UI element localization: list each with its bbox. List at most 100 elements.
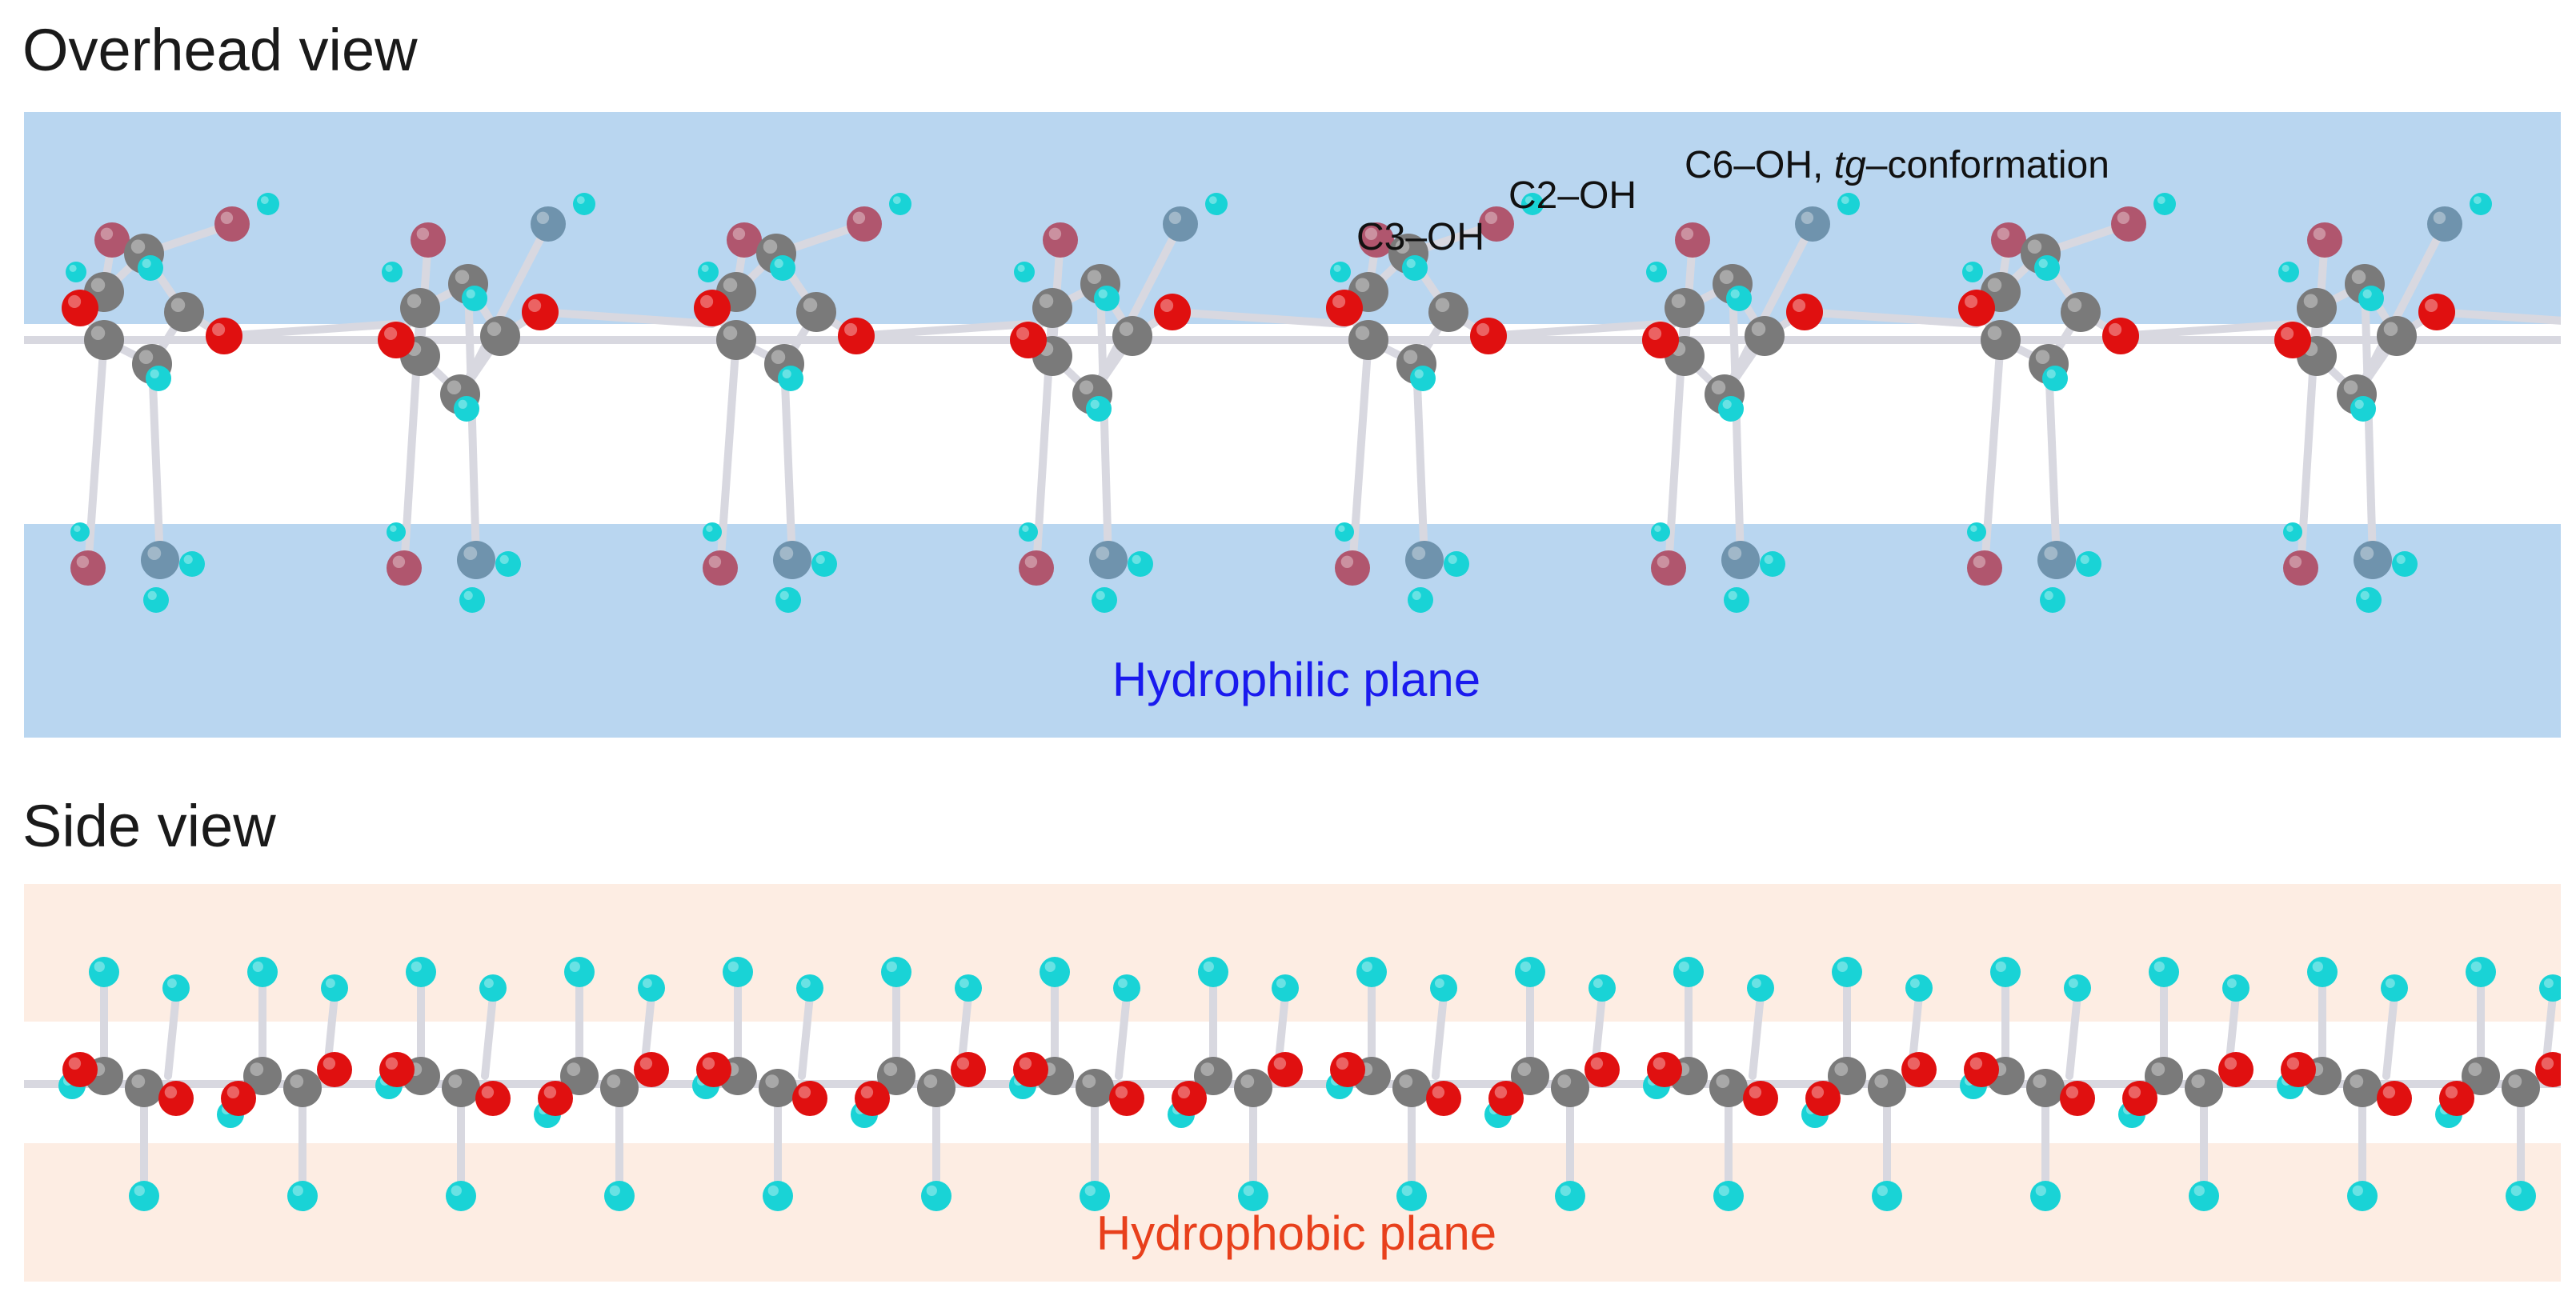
hydroxyl-hydrogen-atom <box>1962 262 1983 282</box>
hydrogen-atom-highlight <box>2385 978 2395 988</box>
oxygen-atom-highlight <box>1273 1057 1287 1070</box>
oxygen-atom-highlight <box>1494 1086 1508 1098</box>
hydrogen-atom <box>406 957 436 987</box>
carbon-atom-highlight <box>1517 1062 1532 1076</box>
ring-hydrogen-atom-highlight <box>2038 258 2048 268</box>
ring-carbon-atom <box>2377 316 2417 356</box>
hydrogen-atom <box>2539 974 2561 1002</box>
oxygen-atom-highlight <box>323 1057 336 1070</box>
ring-carbon-atom-highlight <box>1711 380 1726 394</box>
hydrogen-atom-highlight <box>2510 1185 2522 1196</box>
hydrogen-atom-highlight <box>1096 590 1105 601</box>
hydroxyl-hydrogen-atom <box>1014 262 1035 282</box>
hydroxyl-hydrogen-atom-highlight <box>1338 525 1345 532</box>
oxygen-atom <box>538 1081 573 1116</box>
carbon-atom <box>1551 1069 1589 1107</box>
oxygen-atom-highlight <box>2065 1086 2079 1098</box>
c6-oh-label-suffix: –conformation <box>1866 144 2109 186</box>
c6-carbon-atom <box>1089 541 1128 579</box>
carbon-atom <box>877 1057 915 1095</box>
hydrogen-atom-highlight <box>1276 978 1286 988</box>
oxygen-atom <box>62 1052 98 1087</box>
ring-carbon-atom-highlight <box>1671 294 1686 308</box>
oxygen-atom <box>475 1081 511 1116</box>
hydroxyl-oxygen-atom <box>2283 550 2318 586</box>
hydroxyl-oxygen-atom <box>387 550 422 586</box>
glycosidic-oxygen-atom-highlight <box>2109 322 2122 337</box>
hydrogen-atom-highlight <box>886 961 897 972</box>
hydrogen-atom-highlight <box>2226 978 2237 988</box>
oxygen-atom-highlight <box>2382 1086 2396 1098</box>
hydroxyl-oxygen-atom <box>703 550 738 586</box>
hydroxyl-oxygen-atom-highlight <box>1048 227 1062 240</box>
oxygen-atom <box>1584 1052 1620 1087</box>
hydrogen-atom <box>143 587 169 613</box>
ring-carbon-atom <box>1745 316 1785 356</box>
oxygen-atom <box>2377 1081 2412 1116</box>
ring-oxygen-atom-highlight <box>1016 326 1030 341</box>
ring-carbon-atom-highlight <box>1395 239 1410 254</box>
hydroxyl-hydrogen-atom <box>382 262 403 282</box>
hydrogen-atom <box>1673 957 1704 987</box>
hydroxyl-hydrogen-atom-highlight <box>701 264 709 272</box>
carbon-atom-highlight <box>250 1062 264 1076</box>
hydrogen-atom-highlight <box>2035 1185 2046 1196</box>
oxygen-atom <box>855 1081 890 1116</box>
ring-hydrogen-atom <box>2350 396 2376 422</box>
hydrogen-atom-highlight <box>325 978 335 988</box>
hydrogen-atom-highlight <box>463 590 473 601</box>
substituent-atom <box>214 206 250 242</box>
c2-oh-label: C2–OH <box>1508 174 1637 217</box>
substituent-atom <box>2427 206 2462 242</box>
bond <box>1088 220 1184 398</box>
hydrophilic-plane-label: Hydrophilic plane <box>1112 653 1480 706</box>
hydrogen-atom-highlight <box>451 1185 462 1196</box>
hydrogen-atom <box>1724 587 1749 613</box>
ring-oxygen-atom <box>1010 322 1047 358</box>
hydroxyl-hydrogen-atom-highlight <box>1017 264 1025 272</box>
bond <box>2382 992 2398 1080</box>
hydrogen-atom <box>1555 1181 1585 1211</box>
bond <box>1749 992 1765 1080</box>
hydrogen-atom <box>1356 957 1387 987</box>
ring-oxygen-atom <box>62 290 98 326</box>
ring-carbon-atom <box>164 292 204 332</box>
substituent-atom-highlight <box>1484 211 1498 224</box>
bond <box>220 320 400 340</box>
carbon-atom-highlight <box>765 1074 779 1088</box>
hydrogen-atom <box>2506 1181 2536 1211</box>
c6-carbon-atom-highlight <box>463 546 478 560</box>
side-cellulose-chain <box>24 957 2561 1211</box>
hydrogen-atom-highlight <box>926 1185 937 1196</box>
hydrogen-atom-highlight <box>183 554 193 565</box>
glycosidic-oxygen-atom <box>1470 318 1507 354</box>
hydrogen-atom <box>2040 587 2065 613</box>
hydrogen-atom-highlight <box>727 961 739 972</box>
hydrogen-atom <box>2153 193 2176 215</box>
ring-carbon-atom-highlight <box>138 350 154 364</box>
ring-carbon-atom-highlight <box>1987 326 2002 340</box>
hydrogen-atom <box>2392 551 2418 577</box>
carbon-atom-highlight <box>2468 1062 2482 1076</box>
c6-carbon-atom <box>1405 541 1444 579</box>
glycosidic-oxygen-atom <box>2418 294 2455 330</box>
carbon-atom <box>243 1057 282 1095</box>
hydrogen-atom <box>723 957 753 987</box>
carbon-atom <box>1194 1057 1232 1095</box>
ring-hydrogen-atom <box>2358 286 2384 311</box>
hydrogen-atom-highlight <box>1243 1185 1254 1196</box>
ring-hydrogen-atom <box>454 396 479 422</box>
hydroxyl-oxygen-atom-highlight <box>1364 227 1378 240</box>
ring-carbon-atom-highlight <box>407 294 422 308</box>
oxygen-atom <box>634 1052 669 1087</box>
ring-hydrogen-atom-highlight <box>466 289 475 298</box>
hydroxyl-hydrogen-atom-highlight <box>2286 525 2294 532</box>
hydroxyl-hydrogen-atom <box>387 522 406 542</box>
c6-carbon-atom-highlight <box>147 546 162 560</box>
ring-carbon-atom <box>1112 316 1152 356</box>
ring-hydrogen-atom <box>2034 255 2060 281</box>
ring-hydrogen-atom-highlight <box>1722 399 1732 409</box>
hydrogen-atom <box>1515 957 1545 987</box>
oxygen-atom-highlight <box>639 1057 653 1070</box>
hydrogen-atom-highlight <box>2157 196 2165 204</box>
